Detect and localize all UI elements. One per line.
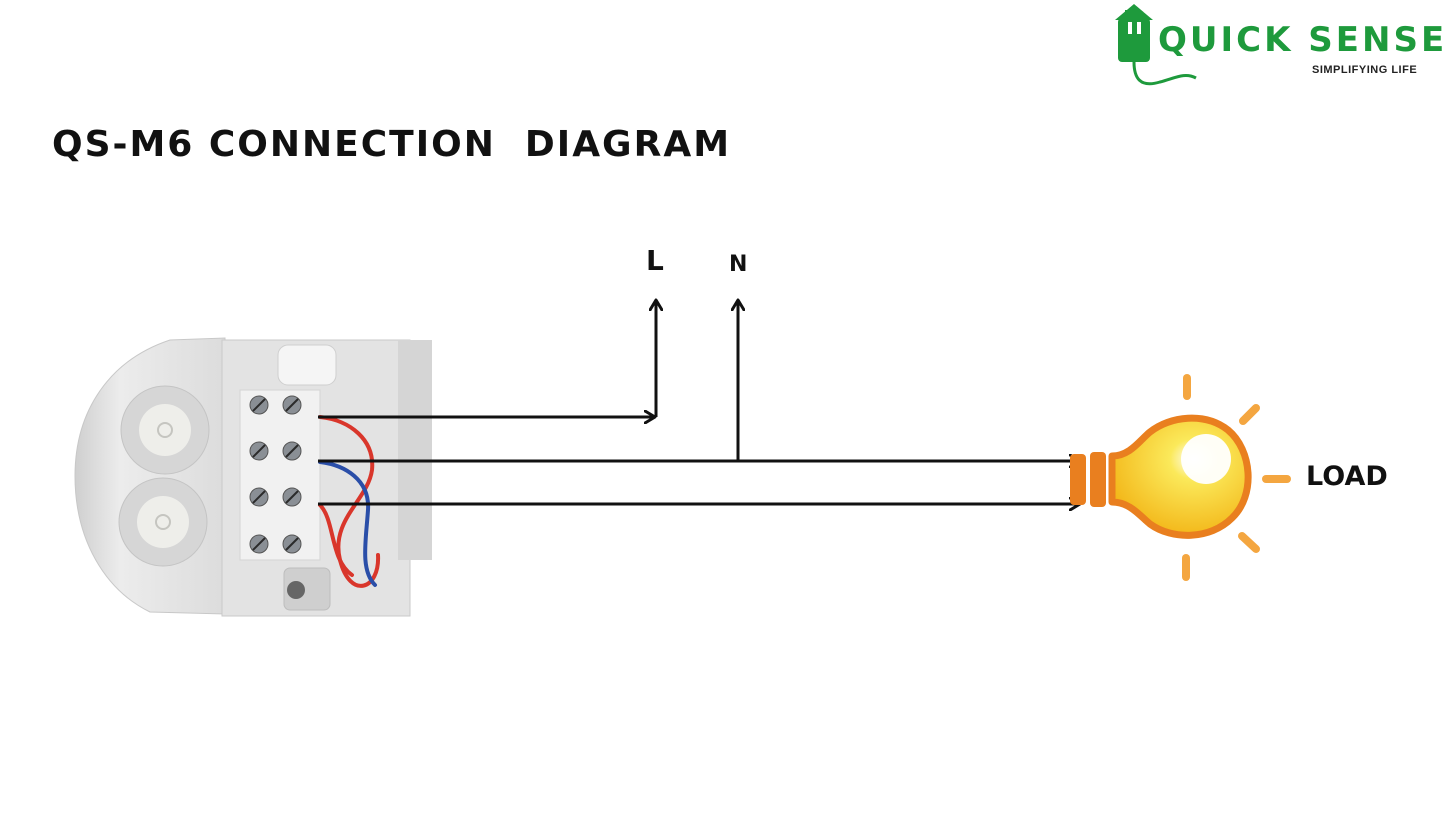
brand-logo: QUICK SENSE SIMPLIFYING LIFE (1112, 2, 1445, 92)
brand-name: QUICK SENSE (1158, 20, 1445, 60)
load-label: LOAD (1306, 461, 1388, 492)
motion-sensor-module (74, 337, 432, 617)
brand-tagline: SIMPLIFYING LIFE (1312, 64, 1418, 76)
page-title: QS-M6 CONNECTION DIAGRAM (52, 124, 732, 165)
plug-house-icon (1115, 4, 1197, 86)
terminal-block (239, 389, 321, 561)
wiring (318, 300, 1080, 504)
bulb-icon (1070, 374, 1291, 581)
internal-wires (318, 415, 381, 588)
neutral-terminal-label: N (729, 252, 748, 277)
light-rays (1182, 374, 1291, 581)
live-terminal-label: L (646, 244, 664, 277)
